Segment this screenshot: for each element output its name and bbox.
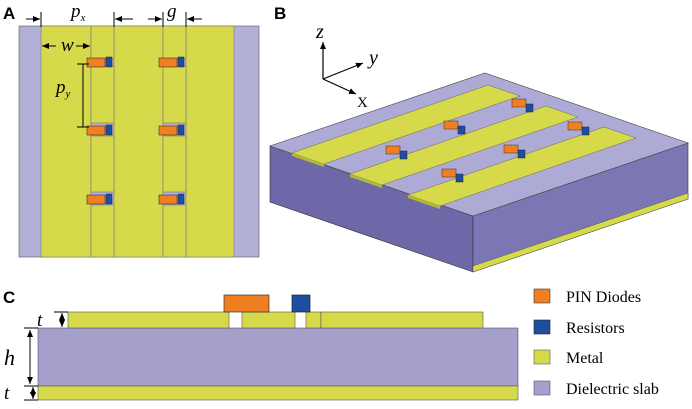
legend-swatch-dielectric-slab	[533, 380, 551, 396]
legend-label-pin-diodes: PIN Diodes	[566, 289, 641, 306]
coordinate-axes	[320, 42, 364, 95]
pin-diode-section	[223, 294, 270, 313]
metal-strip-3	[185, 25, 235, 258]
pin-diode	[158, 125, 178, 136]
legend-swatch-pin-diodes	[533, 288, 551, 304]
pin-diode	[86, 125, 106, 136]
slab-bottom-metal	[472, 192, 689, 273]
panel-a-letter: A	[3, 4, 15, 23]
panel-a: A	[3, 1, 260, 258]
t-bottom-label: t	[4, 383, 10, 404]
section-dimension-lines	[24, 311, 68, 401]
gap-patches	[90, 25, 187, 258]
py-label: py	[54, 77, 71, 100]
bottom-metal-section	[37, 385, 519, 401]
metal-strips-3d	[291, 84, 637, 209]
axis-x-label: X	[357, 95, 368, 111]
w-label: w	[61, 35, 74, 56]
dielectric-slab-section	[37, 327, 519, 387]
components-col-2	[158, 56, 185, 205]
resistor	[177, 193, 185, 205]
panel-b: B z y X	[269, 4, 689, 273]
resistor	[177, 56, 185, 68]
resistor	[105, 193, 113, 205]
top-metal-section	[67, 311, 484, 329]
g-label: g	[167, 1, 177, 22]
t-top-label: t	[37, 310, 43, 331]
components-3d	[385, 98, 590, 183]
panel-c: C t h t PIN Diode	[3, 288, 659, 404]
resistor	[105, 56, 113, 68]
pin-diode	[158, 57, 178, 68]
legend-label-dielectric-slab: Dielectric slab	[566, 381, 659, 398]
legend-label-metal: Metal	[566, 350, 604, 367]
legend: PIN Diodes Resistors Metal Dielectric sl…	[533, 288, 659, 398]
px-label: px	[69, 1, 86, 24]
legend-swatch-resistors	[533, 319, 551, 335]
resistor-section	[291, 294, 311, 313]
resistor	[105, 124, 113, 136]
axis-z-label: z	[315, 21, 324, 43]
dimension-lines	[26, 12, 202, 128]
legend-label-resistors: Resistors	[566, 320, 625, 337]
pin-diode	[158, 194, 178, 205]
resistor	[177, 124, 185, 136]
pin-diode	[86, 57, 106, 68]
panel-b-letter: B	[274, 4, 286, 23]
axis-y-label: y	[367, 47, 378, 69]
components-col-1	[86, 56, 113, 205]
metal-strip-1	[40, 25, 92, 258]
metal-strip-2	[113, 25, 164, 258]
pin-diode	[86, 194, 106, 205]
h-label: h	[4, 345, 15, 370]
panel-c-letter: C	[3, 288, 15, 307]
legend-swatch-metal	[533, 349, 551, 365]
